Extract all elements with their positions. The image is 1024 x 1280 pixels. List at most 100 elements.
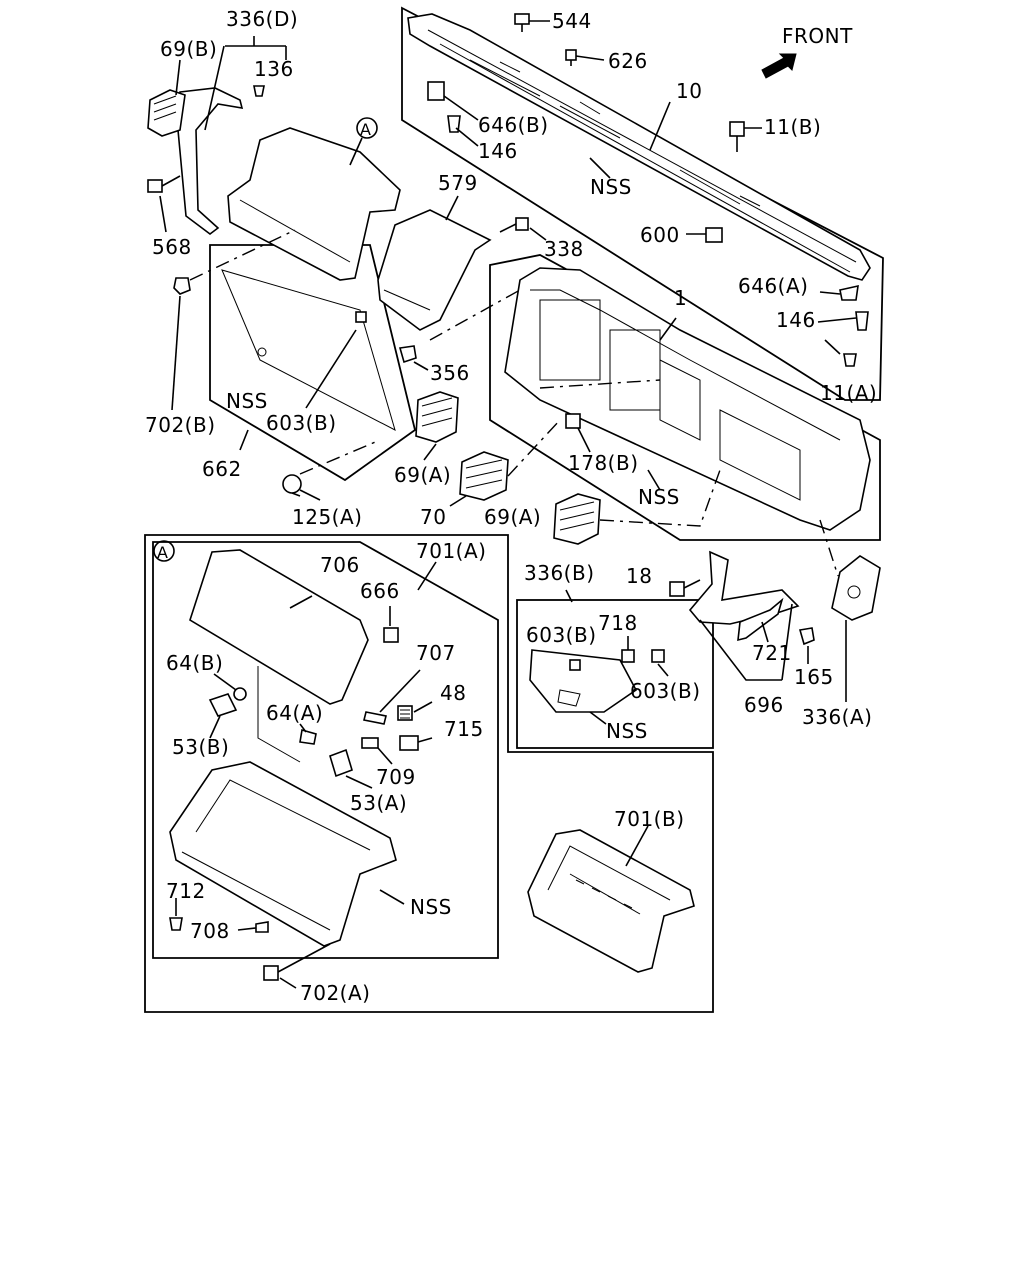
label-603b-lid: 603(B) bbox=[266, 411, 337, 435]
cover-336a-part bbox=[831, 555, 881, 621]
screw-544-icon bbox=[514, 13, 530, 32]
nut-702b-icon bbox=[173, 277, 191, 295]
upper-dash-panel-part bbox=[407, 13, 871, 281]
pin-708-icon bbox=[255, 921, 269, 933]
clip-718-icon bbox=[621, 649, 635, 663]
label-11a: 11(A) bbox=[820, 381, 877, 405]
upper-dash-panel-frame bbox=[401, 6, 884, 401]
label-nss-lid: NSS bbox=[226, 389, 268, 413]
screw-11a-icon bbox=[843, 353, 857, 367]
label-nss-detail-a: NSS bbox=[410, 895, 452, 919]
label-165: 165 bbox=[794, 665, 834, 689]
label-666: 666 bbox=[360, 579, 400, 603]
clip-702a-icon bbox=[263, 965, 279, 981]
label-nss-336b: NSS bbox=[606, 719, 648, 743]
label-715: 715 bbox=[444, 717, 484, 741]
striker-709-icon bbox=[361, 737, 379, 749]
label-662: 662 bbox=[202, 457, 242, 481]
bolt-64a-icon bbox=[299, 728, 317, 745]
label-146-right: 146 bbox=[776, 308, 816, 332]
front-arrow-icon bbox=[761, 53, 797, 79]
detail-a-callout-icon bbox=[356, 117, 378, 139]
label-336a: 336(A) bbox=[802, 705, 872, 729]
screw-626-icon bbox=[565, 49, 577, 66]
clip-165-icon bbox=[798, 627, 815, 646]
latch-715-icon bbox=[399, 735, 419, 751]
label-709: 709 bbox=[376, 765, 416, 789]
label-10: 10 bbox=[676, 79, 702, 103]
label-136: 136 bbox=[254, 57, 294, 81]
instrument-panel-part bbox=[504, 267, 871, 531]
label-178b: 178(B) bbox=[568, 451, 639, 475]
label-18: 18 bbox=[626, 564, 652, 588]
spring-48-icon bbox=[397, 705, 413, 721]
label-701b: 701(B) bbox=[614, 807, 685, 831]
label-1: 1 bbox=[674, 286, 687, 310]
trim-696-part bbox=[688, 550, 800, 625]
label-64b: 64(B) bbox=[166, 651, 223, 675]
label-706: 706 bbox=[320, 553, 360, 577]
screw-712-icon bbox=[169, 917, 183, 931]
label-721: 721 bbox=[752, 641, 792, 665]
label-708: 708 bbox=[190, 919, 230, 943]
detail-a-callout-lower-icon bbox=[153, 540, 175, 562]
label-64a: 64(A) bbox=[266, 701, 323, 725]
label-146-upper: 146 bbox=[478, 139, 518, 163]
label-336b: 336(B) bbox=[524, 561, 595, 585]
label-69a-right: 69(A) bbox=[484, 505, 541, 529]
plate-53b-icon bbox=[208, 693, 238, 717]
glove-box-body-701a-part bbox=[169, 761, 397, 947]
vent-69b-icon bbox=[147, 89, 186, 137]
clip-178b-icon bbox=[565, 413, 581, 429]
label-53a: 53(A) bbox=[350, 791, 407, 815]
label-718: 718 bbox=[598, 611, 638, 635]
glove-box-body-701b-part bbox=[527, 829, 695, 973]
label-702a: 702(A) bbox=[300, 981, 370, 1005]
label-125a: 125(A) bbox=[292, 505, 362, 529]
label-338: 338 bbox=[544, 237, 584, 261]
label-69a-left: 69(A) bbox=[394, 463, 451, 487]
label-646b: 646(B) bbox=[478, 113, 549, 137]
label-336d: 336(D) bbox=[226, 7, 298, 31]
label-626: 626 bbox=[608, 49, 648, 73]
detail-a-inner-frame bbox=[152, 541, 499, 959]
label-696: 696 bbox=[744, 693, 784, 717]
bolt-707-icon bbox=[363, 711, 387, 725]
label-600: 600 bbox=[640, 223, 680, 247]
clip-603b-right-icon bbox=[651, 649, 665, 663]
glove-box-assembly-a-part bbox=[227, 127, 401, 281]
clip-603b-left-icon bbox=[355, 311, 367, 323]
front-label: FRONT bbox=[782, 24, 853, 48]
clip-603b-inner-icon bbox=[569, 659, 581, 671]
strip-721-part bbox=[737, 597, 784, 642]
callout-a-upper: A bbox=[360, 120, 371, 139]
clip-666-icon bbox=[383, 627, 399, 643]
detail-336b-frame bbox=[516, 599, 714, 749]
label-568: 568 bbox=[152, 235, 192, 259]
label-nss-upper: NSS bbox=[590, 175, 632, 199]
label-69b: 69(B) bbox=[160, 37, 217, 61]
cover-336b-part bbox=[529, 649, 638, 713]
screw-568-icon bbox=[147, 175, 181, 193]
vent-70-icon bbox=[459, 451, 509, 501]
detail-a-outer-frame bbox=[144, 534, 714, 1013]
instrument-panel-frame bbox=[489, 254, 881, 541]
vent-69a-right-icon bbox=[553, 493, 601, 545]
clip-600-icon bbox=[705, 227, 723, 243]
clip-646b-icon bbox=[427, 81, 445, 101]
washer-64b-icon bbox=[233, 687, 247, 701]
label-702b: 702(B) bbox=[145, 413, 216, 437]
label-nss-panel: NSS bbox=[638, 485, 680, 509]
label-712: 712 bbox=[166, 879, 206, 903]
clip-125a-icon bbox=[282, 474, 302, 497]
screw-338-icon bbox=[499, 217, 529, 233]
label-603b-right: 603(B) bbox=[630, 679, 701, 703]
label-356: 356 bbox=[430, 361, 470, 385]
label-53b: 53(B) bbox=[172, 735, 229, 759]
glove-box-lid-662-part bbox=[221, 269, 396, 431]
screw-146-right-icon bbox=[855, 311, 869, 331]
bolt-18-icon bbox=[669, 579, 701, 597]
label-11b: 11(B) bbox=[764, 115, 821, 139]
label-701a: 701(A) bbox=[416, 539, 486, 563]
callout-a-lower: A bbox=[157, 543, 168, 562]
